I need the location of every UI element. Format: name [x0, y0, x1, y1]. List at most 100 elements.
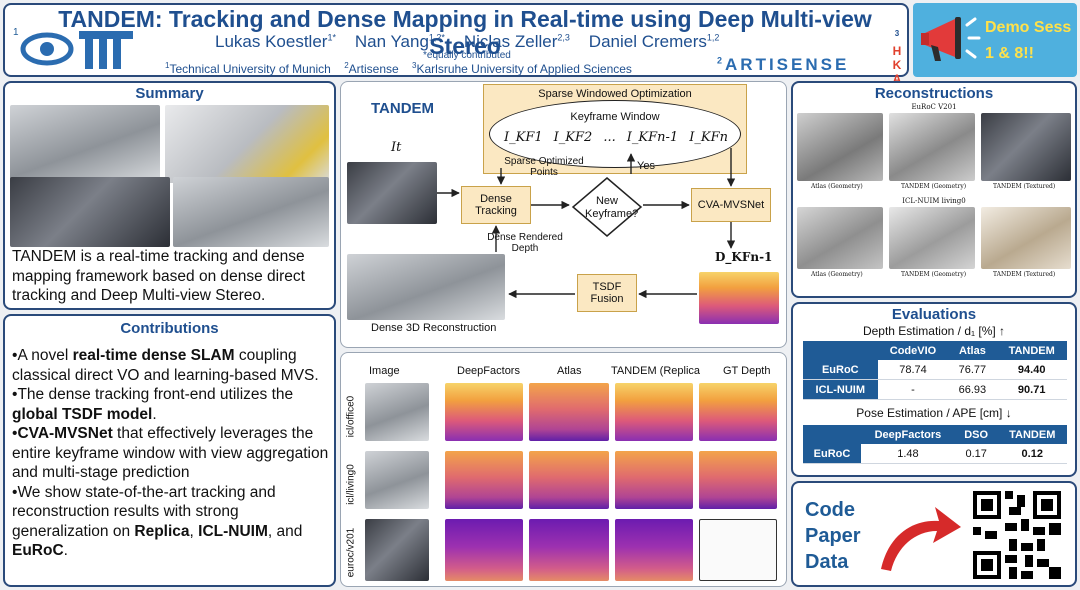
- table-header-row: DeepFactors DSO TANDEM: [803, 425, 1067, 444]
- sparse-points-label: Sparse Optimized Points: [504, 156, 584, 178]
- recon-tandem-tex-1: [981, 113, 1071, 181]
- reconstruction-label: Dense 3D Reconstruction: [371, 322, 497, 334]
- artisense-logo: 2ARTISENSE: [717, 55, 850, 74]
- reconstructions-heading: Reconstructions: [874, 85, 994, 102]
- qual-tandem: [615, 383, 693, 441]
- arrow-icon: [875, 497, 965, 582]
- pose-table: DeepFactors DSO TANDEM EuRoC 1.48 0.17 0…: [803, 425, 1067, 464]
- author-2: Nan Yang1,2*: [354, 32, 445, 51]
- dense-depth-label: Dense Rendered Depth: [487, 232, 563, 254]
- table-cell: 66.93: [948, 379, 997, 400]
- evaluations-panel: Evaluations Depth Estimation / d₁ [%] ↑ …: [791, 302, 1077, 477]
- table-cell: 0.17: [954, 444, 998, 464]
- qual-deepfactors: [445, 519, 523, 581]
- table-header-row: CodeVIO Atlas TANDEM: [803, 341, 1067, 360]
- contribution-item: •CVA-MVSNet that effectively leverages t…: [12, 425, 329, 481]
- code-link[interactable]: Code: [805, 499, 855, 521]
- evaluations-heading: Evaluations: [891, 306, 977, 323]
- summary-image-4: [173, 177, 329, 247]
- table-cell: 0.12: [997, 444, 1067, 464]
- table-header-cell: DeepFactors: [861, 425, 955, 444]
- qual-deepfactors: [445, 383, 523, 441]
- recon-tandem-geo-1: [889, 113, 975, 181]
- col-tandem: TANDEM (Replica: [611, 365, 701, 377]
- cva-mvsnet-box: CVA-MVSNet: [691, 188, 771, 222]
- recon-atlas-1: [797, 113, 883, 181]
- row-label-office0: icl/office0: [345, 395, 357, 438]
- demo-session-text: Demo Sess 1 & 8!!: [985, 19, 1072, 62]
- table-header-cell: DSO: [954, 425, 998, 444]
- contributions-list: •A novel real-time dense SLAM coupling c…: [12, 346, 330, 561]
- author-3: Niclas Zeller2,3: [463, 32, 570, 51]
- tsdf-fusion-box: TSDF Fusion: [577, 274, 637, 312]
- caption: TANDEM (Textured): [993, 271, 1056, 278]
- col-image: Image: [369, 365, 400, 377]
- table-header-cell: [803, 341, 878, 360]
- table-cell: 90.71: [996, 379, 1067, 400]
- table-header-cell: Atlas: [948, 341, 997, 360]
- author-4: Daniel Cremers1,2: [588, 32, 720, 51]
- qual-atlas: [529, 519, 609, 581]
- contribution-item: •A novel real-time dense SLAM coupling c…: [12, 347, 319, 384]
- equal-contribution-note: *equally contributed: [423, 50, 511, 61]
- table-cell: EuRoC: [803, 360, 878, 380]
- table-row: EuRoC 78.74 76.77 94.40: [803, 360, 1067, 380]
- row-label-v201: euroc/v201: [345, 527, 357, 578]
- data-link[interactable]: Data: [805, 551, 849, 573]
- input-frame-label: It: [391, 140, 402, 155]
- svg-text:1: 1: [13, 27, 19, 38]
- paper-link[interactable]: Paper: [805, 525, 861, 547]
- qual-image: [365, 451, 429, 509]
- table-row: EuRoC 1.48 0.17 0.12: [803, 444, 1067, 464]
- table-header-cell: CodeVIO: [877, 341, 949, 360]
- qual-deepfactors: [445, 451, 523, 509]
- table-header-cell: TANDEM: [996, 341, 1067, 360]
- new-keyframe-diamond: [571, 176, 643, 238]
- summary-image-1: [10, 105, 160, 183]
- qual-gt: [699, 451, 777, 509]
- summary-text: TANDEM is a real-time tracking and dense…: [12, 248, 305, 304]
- depth-map-label: D_KFn-1: [715, 250, 773, 264]
- summary-heading: Summary: [135, 85, 204, 102]
- contribution-item: •We show state-of-the-art tracking and r…: [12, 483, 303, 560]
- depth-table: CodeVIO Atlas TANDEM EuRoC 78.74 76.77 9…: [803, 341, 1067, 400]
- qual-atlas: [529, 451, 609, 509]
- recon-tandem-geo-2: [889, 207, 975, 269]
- recon-tandem-tex-2: [981, 207, 1071, 269]
- header-panel: 1 TANDEM: Tracking and Dense Mapping in …: [3, 3, 909, 86]
- dense-tracking-box: Dense Tracking: [461, 186, 531, 224]
- table-cell: EuRoC: [803, 444, 862, 464]
- qual-image: [365, 383, 429, 441]
- col-gt-depth: GT Depth: [723, 365, 771, 377]
- links-list: Code Paper Data: [805, 497, 861, 575]
- row-label-living0: icl/living0: [345, 464, 357, 505]
- depth-table-title: Depth Estimation / d₁ [%] ↑: [862, 324, 1006, 338]
- pipeline-name: TANDEM: [371, 100, 435, 117]
- scene-2-label: ICL-NUIM living0: [902, 197, 966, 205]
- caption: TANDEM (Geometry): [901, 271, 967, 278]
- caption: TANDEM (Textured): [993, 183, 1056, 190]
- pipeline-panel: TANDEM Sparse Windowed Optimization Keyf…: [340, 81, 787, 348]
- contributions-panel: Contributions •A novel real-time dense S…: [3, 314, 336, 587]
- qual-image: [365, 519, 429, 581]
- tum-logo: 1: [13, 23, 138, 71]
- author-1: Lukas Koestler1*: [215, 32, 336, 51]
- pose-table-title: Pose Estimation / APE [cm] ↓: [856, 406, 1012, 420]
- qr-code-icon[interactable]: [973, 490, 1061, 580]
- table-cell: ICL-NUIM: [803, 379, 878, 400]
- scene-1-label: EuRoC V201: [911, 103, 957, 111]
- table-cell: 1.48: [861, 444, 955, 464]
- affiliations: 1Technical University of Munich 2Artisen…: [165, 61, 632, 76]
- table-cell: 76.77: [948, 360, 997, 380]
- qualitative-panel: Image DeepFactors Atlas TANDEM (Replica …: [340, 352, 787, 587]
- reconstruction-image: [347, 254, 505, 320]
- table-row: ICL-NUIM - 66.93 90.71: [803, 379, 1067, 400]
- col-deepfactors: DeepFactors: [457, 365, 520, 377]
- contributions-heading: Contributions: [120, 320, 219, 337]
- megaphone-icon: [919, 11, 981, 74]
- summary-image-3: [10, 177, 170, 247]
- table-header-cell: TANDEM: [997, 425, 1067, 444]
- recon-atlas-2: [797, 207, 883, 269]
- links-panel: Code Paper Data: [791, 481, 1077, 587]
